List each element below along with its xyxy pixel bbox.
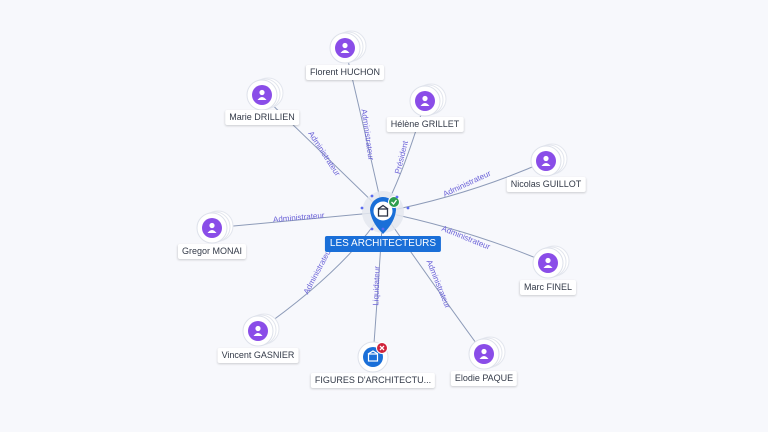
edge-role-label: Administrateur [302, 246, 334, 296]
edge-arrow [406, 206, 410, 210]
check-badge [388, 196, 400, 208]
person-node-marc[interactable] [532, 245, 570, 279]
edge-role-label: Président [393, 139, 410, 175]
person-node-vincent[interactable] [242, 313, 280, 347]
person-label-vincent[interactable]: Vincent GASNIER [217, 348, 299, 363]
person-node-gregor[interactable] [196, 210, 234, 244]
edge-arrow [370, 194, 374, 198]
person-icon [257, 89, 267, 100]
edge-arrow [381, 227, 385, 231]
person-label-marc[interactable]: Marc FINEL [519, 280, 577, 295]
edge-marc [382, 211, 549, 264]
person-label-helene[interactable]: Hélène GRILLET [386, 117, 464, 132]
person-icon [541, 155, 551, 166]
person-label-elodie[interactable]: Elodie PAQUE [450, 371, 518, 386]
building-icon [377, 204, 389, 217]
building-icon [367, 350, 379, 362]
person-node-helene[interactable] [409, 83, 447, 117]
edge-arrow [360, 206, 364, 210]
company-label-figures[interactable]: FIGURES D'ARCHITECTU... [310, 373, 436, 388]
person-icon [340, 42, 350, 53]
person-label-florent[interactable]: Florent HUCHON [305, 65, 385, 80]
person-icon [207, 222, 217, 233]
person-node-nicolas[interactable] [530, 143, 568, 177]
edge-role-label: Liquidateur [371, 266, 381, 306]
person-icon [479, 348, 489, 359]
edge-arrow [395, 195, 399, 199]
person-icon [543, 257, 553, 268]
person-node-elodie[interactable] [468, 336, 506, 370]
edge-role-label: Administrateur [306, 130, 342, 178]
edge-role-label: Administrateur [273, 211, 325, 224]
center-company-label[interactable]: LES ARCHITECTEURS [324, 236, 442, 252]
edge-role-label: Administrateur [440, 224, 492, 252]
company-node-figures[interactable] [357, 341, 389, 373]
person-icon [253, 325, 263, 336]
person-node-marie[interactable] [246, 77, 284, 111]
center-company-node[interactable] [362, 191, 404, 234]
person-node-florent[interactable] [329, 30, 367, 64]
edge-role-label: Administrateur [424, 258, 452, 310]
person-label-nicolas[interactable]: Nicolas GUILLOT [506, 177, 586, 192]
edge-arrow [370, 227, 374, 231]
person-label-gregor[interactable]: Gregor MONAI [177, 244, 247, 259]
edge-role-label: Administrateur [442, 169, 493, 199]
person-label-marie[interactable]: Marie DRILLIEN [225, 110, 299, 125]
edge-role-label: Administrateur [359, 108, 375, 161]
person-icon [420, 95, 430, 106]
closed-badge [376, 342, 388, 354]
